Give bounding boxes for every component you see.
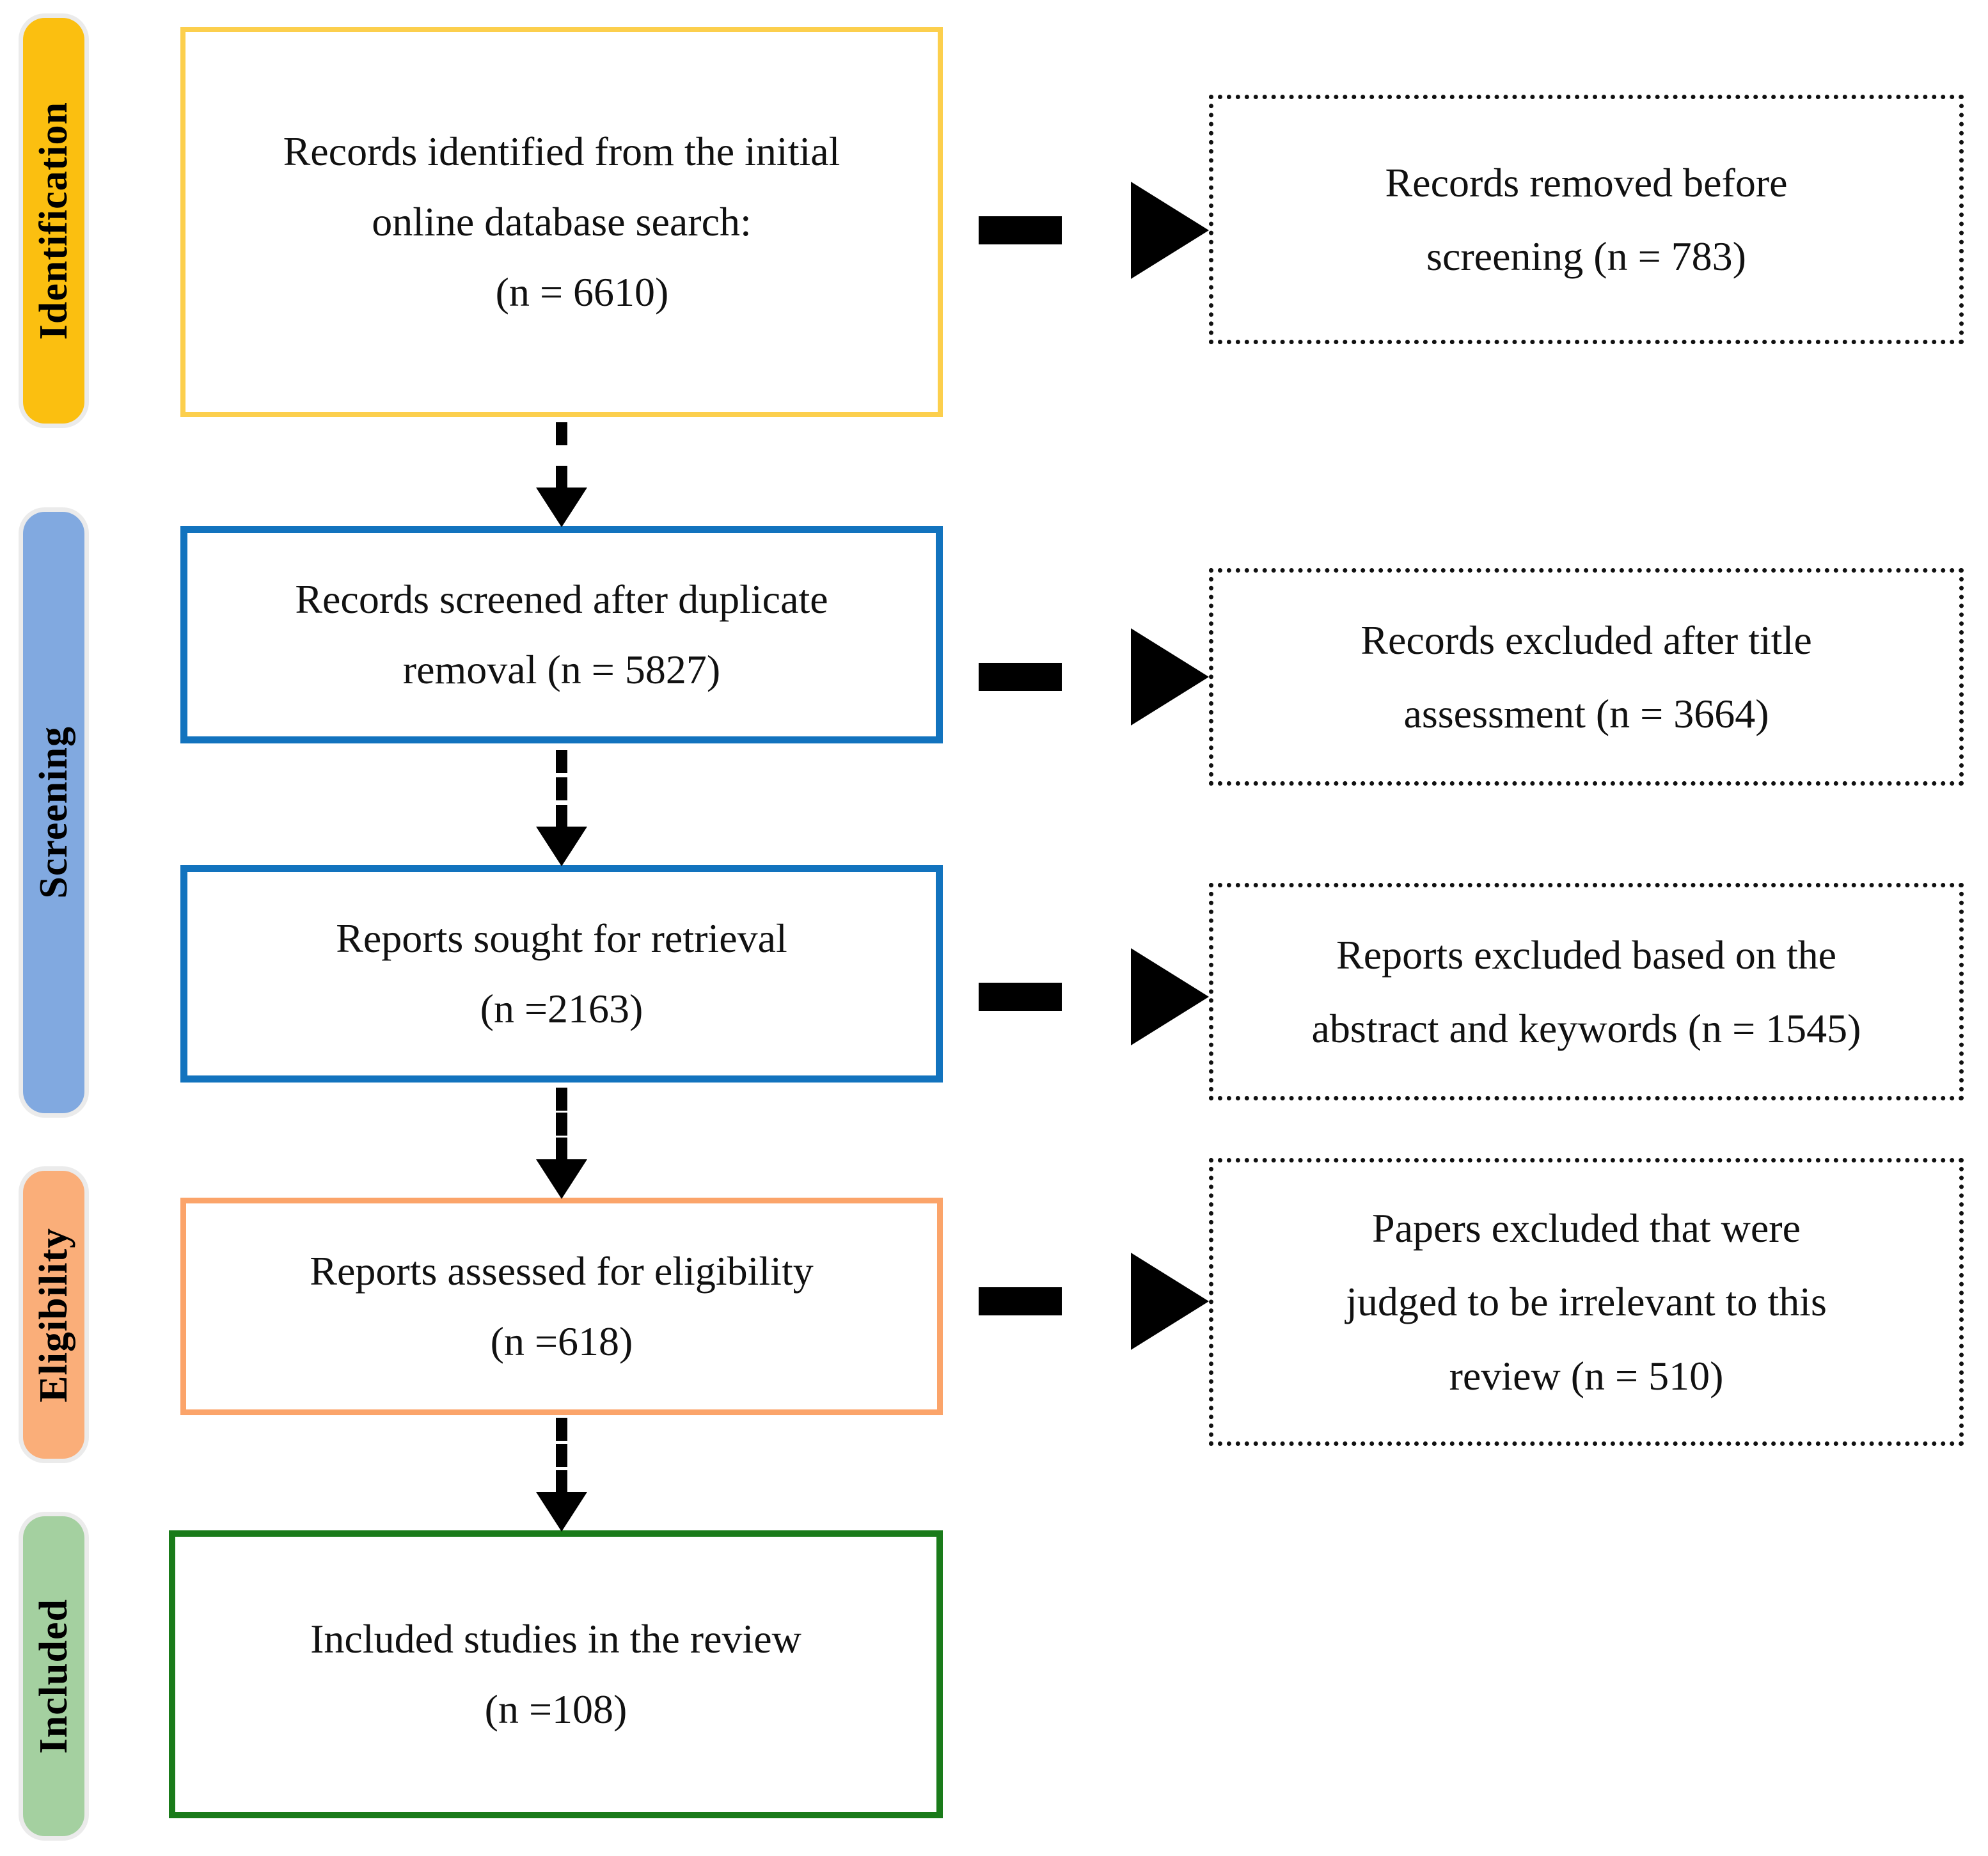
exclusion-box-records-excluded-title-line-2: assessment (n = 3664): [1403, 691, 1769, 736]
stage-label-included: Included: [23, 1516, 84, 1836]
arrow-right-shaft-icon: [979, 216, 1062, 244]
stage-label-eligibility: Eligibility: [23, 1171, 84, 1459]
exclusion-box-papers-excluded-irrelevant-line-1: Papers excluded that were: [1372, 1205, 1801, 1251]
exclusion-box-records-removed-line-1: Records removed before: [1385, 159, 1788, 205]
stage-label-screening: Screening: [23, 512, 84, 1113]
process-box-reports-sought-line-1: Reports sought for retrieval: [336, 915, 787, 961]
arrow-right-shaft-icon: [979, 983, 1062, 1011]
stage-label-identification: Identification: [23, 18, 84, 424]
arrow-down-shaft-icon: [556, 750, 567, 828]
stage-label-eligibility-text: Eligibility: [31, 1227, 75, 1402]
exclusion-box-papers-excluded-irrelevant: Papers excluded that were judged to be i…: [1209, 1158, 1964, 1446]
process-box-records-identified: Records identified from the initial onli…: [180, 27, 943, 417]
exclusion-box-reports-excluded-abstract: Reports excluded based on the abstract a…: [1209, 883, 1964, 1100]
arrow-right-head-icon: [1131, 628, 1209, 726]
arrow-down-head-icon: [536, 827, 587, 866]
arrow-down-head-icon: [536, 488, 587, 527]
process-box-records-identified-line-1: Records identified from the initial: [283, 128, 840, 174]
exclusion-box-records-removed: Records removed before screening (n = 78…: [1209, 95, 1964, 344]
arrow-down-head-icon: [536, 1492, 587, 1532]
process-box-records-screened-line-1: Records screened after duplicate: [295, 576, 828, 622]
process-box-included-studies: Included studies in the review (n =108): [169, 1530, 943, 1818]
stage-label-screening-text: Screening: [31, 726, 75, 899]
arrow-down-assessed-to-included: [536, 1418, 587, 1532]
exclusion-box-papers-excluded-irrelevant-line-2: judged to be irrelevant to this: [1346, 1279, 1827, 1325]
arrow-right-identification-to-removed: [979, 179, 1209, 282]
stage-label-included-text: Included: [31, 1598, 75, 1754]
arrow-right-assessed-to-papers-excluded: [979, 1250, 1209, 1352]
arrow-down-shaft-icon: [556, 422, 567, 489]
arrow-down-shaft-icon: [556, 1418, 567, 1493]
arrow-right-head-icon: [1131, 1253, 1209, 1350]
exclusion-box-reports-excluded-abstract-line-2: abstract and keywords (n = 1545): [1311, 1006, 1861, 1051]
exclusion-box-papers-excluded-irrelevant-line-3: review (n = 510): [1449, 1352, 1724, 1399]
process-box-reports-sought-line-2: (n =2163): [480, 986, 643, 1031]
arrow-right-sought-to-excluded-abstract: [979, 946, 1209, 1048]
stage-label-identification-text: Identification: [31, 101, 75, 340]
exclusion-box-reports-excluded-abstract-line-1: Reports excluded based on the: [1336, 932, 1836, 978]
process-box-reports-sought: Reports sought for retrieval (n =2163): [180, 865, 943, 1083]
exclusion-box-records-excluded-title-line-1: Records excluded after title: [1361, 617, 1812, 663]
arrow-right-screened-to-excluded-title: [979, 626, 1209, 728]
process-box-included-studies-line-1: Included studies in the review: [310, 1615, 801, 1662]
process-box-records-screened-line-2: removal (n = 5827): [402, 647, 721, 692]
arrow-right-head-icon: [1131, 948, 1209, 1045]
arrow-down-shaft-icon: [556, 1088, 567, 1161]
process-box-records-screened: Records screened after duplicate removal…: [180, 526, 943, 743]
exclusion-box-records-removed-line-2: screening (n = 783): [1426, 234, 1746, 279]
process-box-reports-assessed-line-2: (n =618): [490, 1319, 633, 1364]
arrow-right-shaft-icon: [979, 663, 1062, 691]
process-box-included-studies-line-2: (n =108): [484, 1686, 627, 1732]
arrow-down-identified-to-screened: [536, 422, 587, 527]
arrow-down-screened-to-sought: [536, 750, 587, 866]
arrow-right-shaft-icon: [979, 1287, 1062, 1315]
process-box-reports-assessed: Reports assessed for eligibility (n =618…: [180, 1198, 943, 1415]
exclusion-box-records-excluded-title: Records excluded after title assessment …: [1209, 568, 1964, 786]
arrow-down-head-icon: [536, 1159, 587, 1199]
process-box-records-identified-line-2: online database search:: [372, 198, 752, 244]
arrow-down-sought-to-assessed: [536, 1088, 587, 1199]
process-box-records-identified-line-3: (n = 6610): [495, 269, 669, 315]
arrow-right-head-icon: [1131, 182, 1209, 279]
process-box-reports-assessed-line-1: Reports assessed for eligibility: [310, 1248, 814, 1294]
